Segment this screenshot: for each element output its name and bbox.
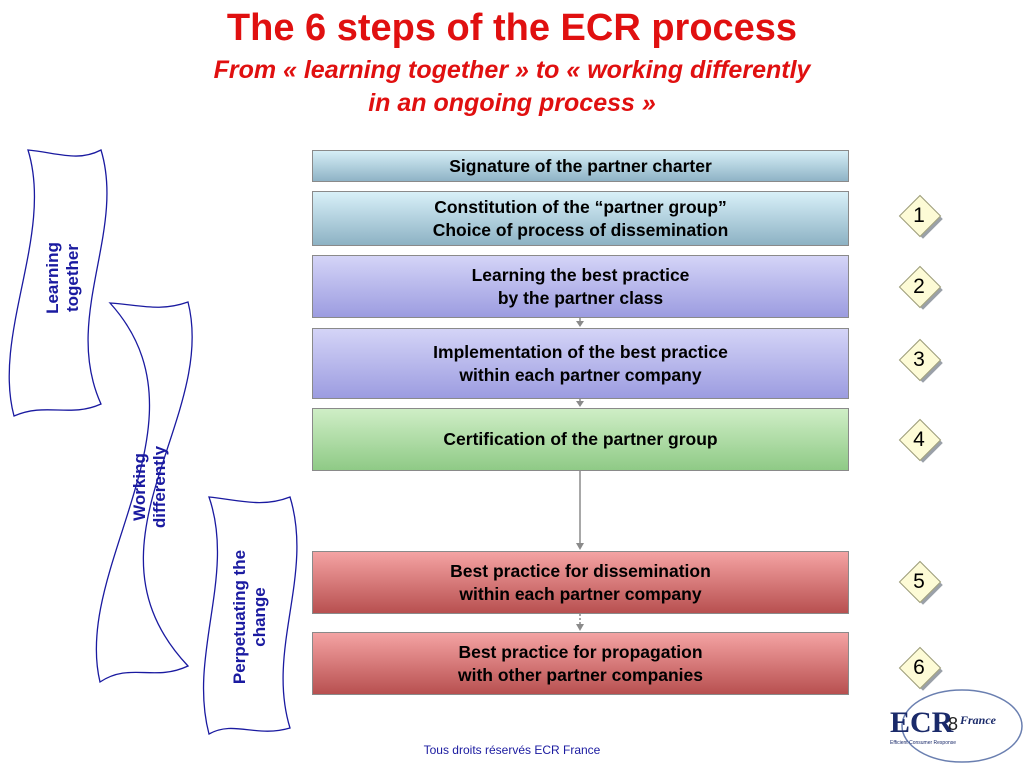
step-text-line-1: Implementation of the best practice [433, 341, 728, 362]
step-text-line-2: within each partner company [459, 583, 702, 604]
ecr-france-logo: ECR France Efficient Consumer Response [886, 686, 1024, 768]
page-number: 8 [948, 714, 959, 734]
phase-perpetuating-line-2: change [250, 587, 269, 647]
step-text: Signature of the partner charter [449, 155, 712, 176]
step-box-propagation: Best practice for propagation with other… [312, 632, 849, 695]
badge-number: 3 [913, 348, 925, 371]
subtitle-line-2: in an ongoing process » [368, 89, 656, 117]
phase-label-working-differently: Working differently [130, 432, 170, 542]
logo-graphic: ECR France Efficient Consumer Response [890, 689, 1023, 763]
step-box-dissemination: Best practice for dissemination within e… [312, 551, 849, 614]
phase-label-perpetuating-change: Perpetuating the change [230, 527, 270, 707]
phase-learning-line-2: together [63, 244, 82, 312]
step-box-learning: Learning the best practice by the partne… [312, 255, 849, 318]
slide-subtitle: From « learning together » to « working … [0, 54, 1024, 120]
banner-perpetuating-change [202, 496, 298, 735]
badge-number: 2 [913, 275, 925, 298]
step-text-line-2: by the partner class [497, 287, 664, 308]
phase-working-line-1: Working [130, 453, 149, 521]
flow-arrowhead-2 [576, 401, 584, 407]
badge-number: 4 [913, 428, 925, 451]
step-text-line-1: Constitution of the “partner group” [434, 196, 727, 217]
step-badge-4: 4 [898, 418, 945, 465]
flow-arrowhead-3 [576, 543, 584, 550]
logo-text-main: ECR [890, 706, 954, 739]
step-badge-3: 3 [898, 338, 945, 385]
badge-number: 6 [913, 656, 925, 679]
step-badge-2: 2 [898, 265, 945, 312]
step-text-line-2: within each partner company [459, 364, 702, 385]
step-box-signature: Signature of the partner charter [312, 150, 849, 182]
subtitle-line-1: From « learning together » to « working … [213, 56, 811, 84]
phase-learning-line-1: Learning [43, 242, 62, 314]
phase-label-learning-together: Learning together [43, 223, 83, 333]
step-box-constitution: Constitution of the “partner group” Choi… [312, 191, 849, 246]
step-text-line-1: Best practice for dissemination [450, 560, 711, 581]
phase-working-line-2: differently [150, 445, 169, 529]
step-text: Certification of the partner group [443, 429, 718, 449]
step-badge-5: 5 [898, 560, 945, 607]
banner-working-differently [95, 301, 193, 684]
banner-learning-together [8, 149, 108, 417]
step-text-line-2: with other partner companies [457, 664, 704, 685]
step-box-implementation: Implementation of the best practice with… [312, 328, 849, 399]
footer-copyright: Tous droits réservés ECR France [423, 743, 601, 757]
step-box-certification: Certification of the partner group [312, 408, 849, 471]
step-badge-1: 1 [898, 194, 945, 241]
phase-perpetuating-line-1: Perpetuating the [230, 549, 249, 685]
step-text-line-1: Best practice for propagation [458, 641, 703, 662]
logo-text-sub: France [959, 713, 997, 727]
logo-tagline: Efficient Consumer Response [890, 740, 956, 746]
badge-number: 1 [913, 204, 925, 227]
slide-title: The 6 steps of the ECR process [226, 7, 798, 49]
badge-number: 5 [913, 570, 925, 593]
flow-arrowhead-1 [576, 321, 584, 327]
step-text-line-2: Choice of process of dissemination [432, 219, 729, 240]
flow-arrowhead-4 [576, 624, 584, 631]
step-badge-6: 6 [898, 646, 945, 693]
step-text-line-1: Learning the best practice [471, 264, 690, 285]
